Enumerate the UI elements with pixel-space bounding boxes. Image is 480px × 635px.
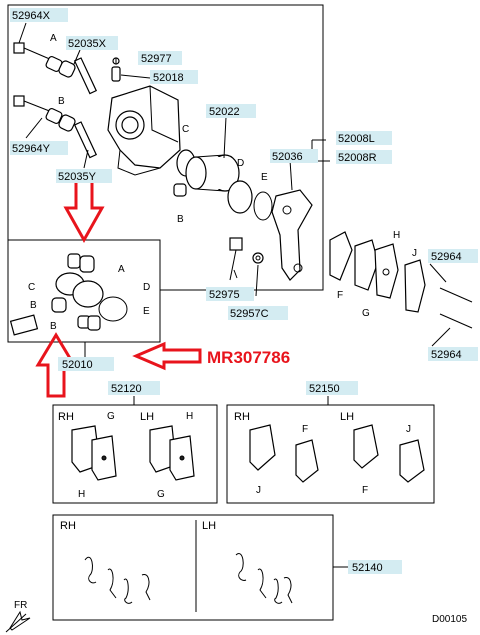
letter-j-rh: J (256, 485, 261, 496)
kit-pin-boot-b2 (77, 315, 101, 331)
letter-h-pads: H (393, 230, 400, 241)
washer (252, 252, 264, 264)
label-52035y[interactable]: 52035Y (58, 171, 97, 183)
shim-set-lh (353, 424, 425, 483)
label-52140[interactable]: 52140 (352, 562, 383, 574)
letter-j-pads: J (412, 248, 417, 259)
part-number-labels: 52964X 52035X 52977 52018 52022 52008L 5… (10, 8, 478, 574)
pad-pin-upper (439, 287, 473, 303)
letter-g-lh: G (157, 489, 165, 500)
pin-boot-b-top (173, 183, 187, 197)
boot-ring (253, 191, 273, 221)
label-52975[interactable]: 52975 (209, 289, 240, 301)
letter-j-lh: J (406, 424, 411, 435)
fr-label: FR (14, 600, 27, 611)
letter-c-kit: C (28, 282, 35, 293)
shim-set-frame (226, 404, 435, 504)
label-52018[interactable]: 52018 (153, 72, 184, 84)
red-arrow-left (132, 341, 202, 371)
caliper-assembly-frame (7, 4, 324, 291)
letter-c-top: C (182, 124, 189, 135)
guide-pin-bolt-y (13, 95, 53, 113)
bleeder-screw (111, 57, 121, 82)
slide-pin-y (73, 121, 98, 159)
kit-pin-boot-a (67, 253, 95, 273)
letter-f-pads: F (337, 290, 343, 301)
reference-letters: A B C D E B A C D B E B H J F G G H H G … (28, 33, 417, 500)
letter-d-top: D (237, 158, 244, 169)
label-52008l[interactable]: 52008L (338, 133, 375, 145)
pad-set-rh-label: RH (58, 411, 74, 423)
letter-g-pads: G (362, 308, 370, 319)
brake-pad-outer (374, 243, 399, 299)
label-52022[interactable]: 52022 (209, 106, 240, 118)
clip-set-rh-label: RH (60, 520, 76, 532)
label-52036[interactable]: 52036 (272, 151, 303, 163)
label-52964x[interactable]: 52964X (12, 10, 51, 22)
clip-set-lh (235, 553, 293, 604)
label-52957c[interactable]: 52957C (230, 308, 269, 320)
grease-packet (9, 314, 39, 336)
letter-d-kit: D (143, 282, 150, 293)
letter-e-kit: E (143, 306, 150, 317)
shim-set-rh-label: RH (234, 411, 250, 423)
letter-b-kit-2: B (50, 321, 57, 332)
clip-set-frame (52, 514, 334, 621)
label-52035x[interactable]: 52035X (68, 38, 107, 50)
caliper-support (271, 189, 313, 281)
clip-set-rh (84, 556, 151, 604)
pin-boot-y (45, 107, 76, 132)
label-52150[interactable]: 52150 (309, 383, 340, 395)
label-52120[interactable]: 52120 (111, 383, 142, 395)
pad-set-lh-pads (149, 425, 195, 481)
label-52010[interactable]: 52010 (62, 359, 93, 371)
red-arrow-down (63, 178, 105, 244)
front-direction-indicator: FR (5, 600, 31, 633)
fr-arrow-icon (9, 610, 31, 631)
guide-pin-bolt-x (13, 42, 53, 61)
letter-b-top: B (58, 96, 65, 107)
kit-pin-boot-b1 (51, 297, 67, 313)
pad-pin-lower (439, 313, 473, 329)
kit-boot-ring (98, 296, 128, 322)
diagram-code: D00105 (432, 614, 467, 625)
brake-pad-inner (354, 239, 379, 291)
letter-h-rh: H (78, 489, 85, 500)
piston-boot (227, 180, 253, 214)
letter-f-rh: F (302, 424, 308, 435)
label-52008r[interactable]: 52008R (338, 152, 377, 164)
letter-g-rh: G (107, 411, 115, 422)
pad-set-frame (52, 404, 218, 504)
inner-shim (329, 231, 353, 281)
label-52964-upper[interactable]: 52964 (431, 251, 462, 263)
letter-e-top: E (261, 172, 268, 183)
callout-part-number[interactable]: MR307786 (207, 348, 290, 367)
clip-set-lh-label: LH (202, 520, 216, 532)
kit-piston-boot (72, 280, 104, 308)
piston (185, 154, 240, 192)
outer-shim (404, 259, 426, 313)
shim-set-lh-label: LH (340, 411, 354, 423)
pin-boot-x (45, 55, 76, 78)
pad-set-lh-label: LH (140, 411, 154, 423)
letter-b-kit-1: B (30, 300, 37, 311)
letter-b-caliper: B (177, 214, 184, 225)
label-52977[interactable]: 52977 (141, 53, 172, 65)
caliper-body (107, 85, 181, 176)
label-52964-lower[interactable]: 52964 (431, 349, 462, 361)
slide-pin-x (73, 57, 98, 95)
letter-h-lh: H (186, 411, 193, 422)
pad-set-rh-pads (71, 425, 117, 481)
letter-a-kit: A (118, 264, 125, 275)
leader-lines (18, 22, 451, 568)
letter-a-top: A (50, 33, 57, 44)
label-52964y[interactable]: 52964Y (12, 143, 51, 155)
letter-f-lh: F (362, 485, 368, 496)
shim-set-rh (249, 424, 319, 483)
support-bolt (229, 237, 243, 281)
